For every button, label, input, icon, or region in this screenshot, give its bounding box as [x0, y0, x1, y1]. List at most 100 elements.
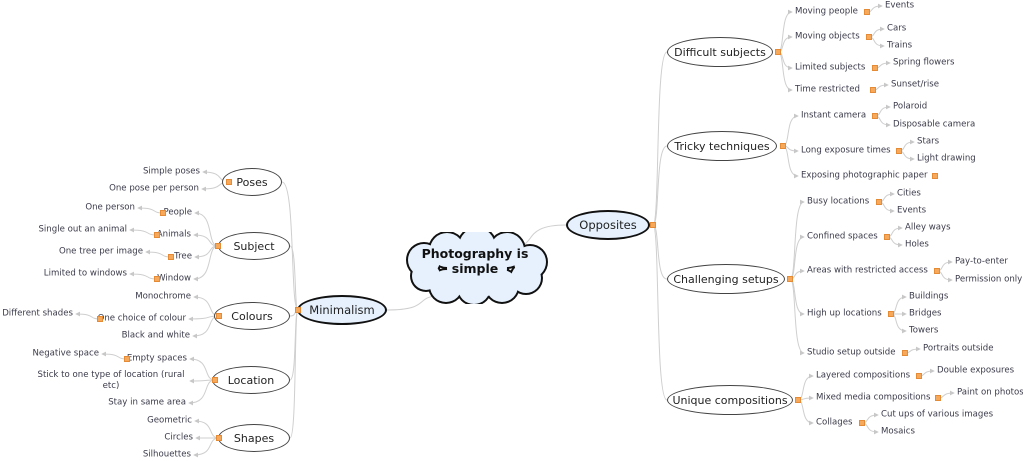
collapse-toggle[interactable]: [935, 395, 941, 401]
collapse-toggle[interactable]: [870, 87, 876, 93]
collapse-toggle[interactable]: [876, 199, 882, 205]
collapse-toggle[interactable]: [884, 234, 890, 240]
subtopic-tree[interactable]: Tree: [174, 251, 192, 262]
topic-unique-compositions[interactable]: Unique compositions: [667, 385, 793, 415]
subtopic-time-restricted[interactable]: Time restricted: [795, 84, 860, 95]
subtopic-layered-compositions[interactable]: Layered compositions: [816, 370, 911, 381]
subtopic-high-up-locations[interactable]: High up locations: [807, 308, 882, 319]
topic-shapes[interactable]: Shapes: [218, 424, 290, 452]
subtopic-spring-flowers[interactable]: Spring flowers: [893, 57, 955, 68]
subtopic-people[interactable]: People: [163, 207, 192, 218]
subtopic-limited-to-windows[interactable]: Limited to windows: [43, 268, 127, 279]
collapse-toggle[interactable]: [650, 222, 656, 228]
subtopic-pay-to-enter[interactable]: Pay-to-enter: [955, 256, 1008, 267]
collapse-toggle[interactable]: [916, 373, 922, 379]
collapse-toggle[interactable]: [896, 148, 902, 154]
subtopic-monochrome[interactable]: Monochrome: [135, 291, 191, 302]
collapse-toggle[interactable]: [97, 316, 103, 322]
subtopic-towers[interactable]: Towers: [909, 325, 939, 336]
subtopic-events[interactable]: Events: [885, 0, 915, 11]
collapse-toggle[interactable]: [154, 276, 160, 282]
collapse-toggle[interactable]: [124, 356, 130, 362]
subtopic-disposable-camera[interactable]: Disposable camera: [893, 119, 976, 130]
subtopic-confined-spaces[interactable]: Confined spaces: [807, 231, 878, 242]
subtopic-one-tree-per-image[interactable]: One tree per image: [58, 246, 143, 257]
subtopic-long-exposure-times[interactable]: Long exposure times: [801, 145, 891, 156]
collapse-toggle[interactable]: [932, 173, 938, 179]
subtopic-one-pose-per-person[interactable]: One pose per person: [109, 183, 199, 194]
subtopic-sunset-rise[interactable]: Sunset/rise: [891, 79, 940, 90]
subtopic-moving-objects[interactable]: Moving objects: [795, 31, 860, 42]
subtopic-busy-locations[interactable]: Busy locations: [807, 196, 870, 207]
subtopic-stay-in-same-area[interactable]: Stay in same area: [108, 397, 186, 408]
subtopic-limited-subjects[interactable]: Limited subjects: [795, 62, 866, 73]
subtopic-mosaics[interactable]: Mosaics: [881, 426, 916, 437]
subtopic-polaroid[interactable]: Polaroid: [893, 101, 928, 112]
subtopic-stars[interactable]: Stars: [917, 136, 940, 147]
collapse-toggle[interactable]: [212, 377, 218, 383]
subtopic-black-and-white[interactable]: Black and white: [121, 330, 190, 341]
subtopic-window[interactable]: Window: [157, 273, 191, 284]
subtopic-collages[interactable]: Collages: [816, 417, 853, 428]
collapse-toggle[interactable]: [866, 34, 872, 40]
topic-challenging-setups[interactable]: Challenging setups: [667, 264, 785, 294]
subtopic-double-exposures[interactable]: Double exposures: [937, 365, 1015, 376]
collapse-toggle[interactable]: [780, 143, 786, 149]
subtopic-alley-ways[interactable]: Alley ways: [905, 222, 951, 233]
subtopic-studio-setup-outside[interactable]: Studio setup outside: [807, 347, 896, 358]
collapse-toggle[interactable]: [864, 9, 870, 15]
collapse-toggle[interactable]: [888, 311, 894, 317]
subtopic-different-shades[interactable]: Different shades: [2, 308, 73, 319]
topic-tricky-techniques[interactable]: Tricky techniques: [667, 131, 777, 161]
subtopic-animals[interactable]: Animals: [156, 229, 191, 240]
topic-minimalism[interactable]: Minimalism: [297, 295, 387, 325]
subtopic-areas-with-restricted-access[interactable]: Areas with restricted access: [807, 265, 928, 276]
subtopic-permission-only[interactable]: Permission only: [955, 274, 1023, 285]
collapse-toggle[interactable]: [168, 254, 174, 260]
collapse-toggle[interactable]: [226, 179, 232, 185]
subtopic-light-drawing[interactable]: Light drawing: [917, 153, 976, 164]
subtopic-cities[interactable]: Cities: [897, 188, 921, 199]
subtopic-simple-poses[interactable]: Simple poses: [142, 166, 200, 177]
collapse-toggle[interactable]: [295, 307, 301, 313]
subtopic-silhouettes[interactable]: Silhouettes: [142, 449, 191, 460]
topic-colours[interactable]: Colours: [214, 302, 290, 330]
subtopic-one-person[interactable]: One person: [85, 202, 135, 213]
collapse-toggle[interactable]: [154, 232, 160, 238]
subtopic-holes[interactable]: Holes: [905, 239, 929, 250]
subtopic-mixed-media-compositions[interactable]: Mixed media compositions: [816, 392, 931, 403]
topic-subject[interactable]: Subject: [218, 232, 290, 260]
subtopic-one-choice-of-colour[interactable]: One choice of colour: [97, 313, 186, 324]
subtopic-events[interactable]: Events: [897, 205, 927, 216]
collapse-toggle[interactable]: [859, 420, 865, 426]
collapse-toggle[interactable]: [160, 210, 166, 216]
collapse-toggle[interactable]: [216, 313, 222, 319]
collapse-toggle[interactable]: [934, 268, 940, 274]
subtopic-stick-to-one-type-of-location-rural-etc[interactable]: Stick to one type of location (rural etc…: [37, 370, 185, 391]
collapse-toggle[interactable]: [215, 243, 221, 249]
subtopic-circles[interactable]: Circles: [164, 432, 193, 443]
subtopic-instant-camera[interactable]: Instant camera: [801, 110, 867, 121]
collapse-toggle[interactable]: [795, 397, 801, 403]
subtopic-cars[interactable]: Cars: [887, 23, 907, 34]
subtopic-exposing-photographic-paper[interactable]: Exposing photographic paper: [801, 170, 928, 181]
central-topic[interactable]: Photography is simple: [421, 246, 529, 276]
topic-poses[interactable]: Poses: [222, 168, 282, 196]
collapse-toggle[interactable]: [872, 113, 878, 119]
subtopic-cut-ups-of-various-images[interactable]: Cut ups of various images: [881, 409, 994, 420]
subtopic-bridges[interactable]: Bridges: [909, 308, 942, 319]
topic-location[interactable]: Location: [212, 366, 290, 394]
collapse-toggle[interactable]: [902, 350, 908, 356]
collapse-toggle[interactable]: [216, 435, 222, 441]
collapse-toggle[interactable]: [872, 65, 878, 71]
topic-difficult-subjects[interactable]: Difficult subjects: [667, 37, 773, 67]
collapse-toggle[interactable]: [787, 276, 793, 282]
subtopic-portraits-outside[interactable]: Portraits outside: [923, 343, 994, 354]
subtopic-geometric[interactable]: Geometric: [147, 415, 192, 426]
topic-opposites[interactable]: Opposites: [566, 210, 650, 240]
subtopic-negative-space[interactable]: Negative space: [32, 348, 99, 359]
subtopic-paint-on-photos[interactable]: Paint on photos: [957, 387, 1023, 398]
subtopic-moving-people[interactable]: Moving people: [795, 6, 858, 17]
collapse-toggle[interactable]: [775, 49, 781, 55]
subtopic-empty-spaces[interactable]: Empty spaces: [126, 353, 187, 364]
